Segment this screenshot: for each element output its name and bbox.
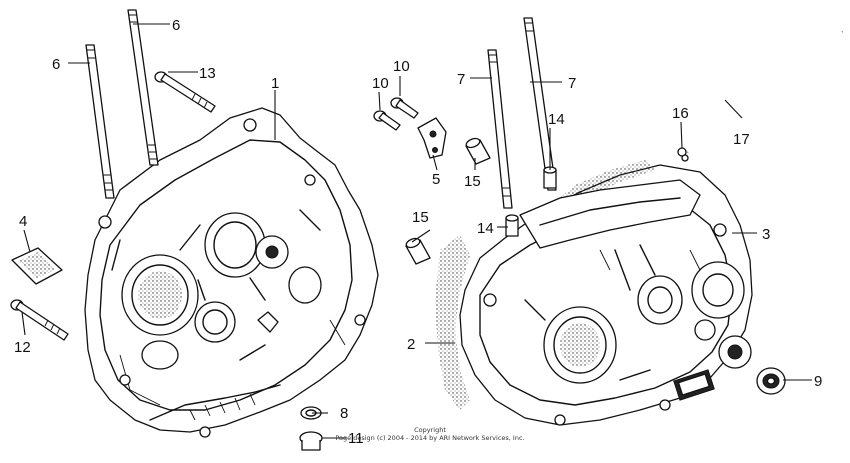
callout-8: 8: [340, 405, 348, 422]
callout-15-upper: 15: [464, 173, 481, 190]
left-crankcase-half: [84, 107, 379, 438]
dowel-pin-14-lower: [505, 214, 519, 237]
callout-7-right: 7: [568, 75, 576, 92]
callout-4: 4: [19, 213, 27, 230]
copyright-line-2: Page design (c) 2004 - 2014 by ARI Netwo…: [335, 434, 524, 442]
stud-bolt-7-right: [523, 17, 557, 191]
callout-17: 17: [733, 131, 750, 148]
callout-5: 5: [432, 171, 440, 188]
oil-seal-9: [756, 367, 786, 395]
drain-bolt-11: [299, 431, 323, 451]
callout-7-left: 7: [457, 71, 465, 88]
stud-bolt-7-left: [487, 49, 513, 209]
bolt-12: [10, 299, 69, 341]
callout-3: 3: [762, 226, 770, 243]
callout-16: 16: [672, 105, 689, 122]
callout-10-upper: 10: [393, 58, 410, 75]
bolt-10-upper: [390, 97, 419, 119]
leader-lines: [21, 23, 812, 439]
dowel-pin-15-lower: [405, 237, 431, 265]
stud-bolt-6-right: [127, 9, 159, 166]
callout-14-lower: 14: [477, 220, 494, 237]
callout-6-left: 6: [52, 56, 60, 73]
bolt-10-lower: [373, 110, 401, 131]
copyright-line-1: Copyright: [414, 426, 446, 434]
dowel-pin-14-upper: [543, 166, 557, 189]
callout-10-lower: 10: [372, 75, 389, 92]
callout-14-upper: 14: [548, 111, 565, 128]
copyright-notice: Copyright Page design (c) 2004 - 2014 by…: [335, 426, 524, 442]
right-crankcase-half: [435, 160, 753, 426]
stud-bolt-6-left: [85, 44, 115, 199]
callout-2: 2: [407, 336, 415, 353]
bolt-13: [154, 71, 216, 113]
clip-16: [677, 147, 689, 162]
callout-11: 11: [348, 430, 364, 447]
bracket-5: [417, 117, 447, 159]
dowel-pin-15-upper: [465, 137, 491, 165]
callout-labels: 6 6 13 1 4 12 8 11 10 10 5 15 15 7 7 14 …: [14, 17, 822, 447]
callout-9: 9: [814, 373, 822, 390]
callout-12: 12: [14, 339, 31, 356]
breather-tube-17: [686, 30, 844, 154]
callout-13: 13: [199, 65, 216, 82]
callout-6-right: 6: [172, 17, 180, 34]
callout-1: 1: [271, 75, 279, 92]
callout-15-lower: 15: [412, 209, 429, 226]
plate-4: [11, 247, 63, 285]
